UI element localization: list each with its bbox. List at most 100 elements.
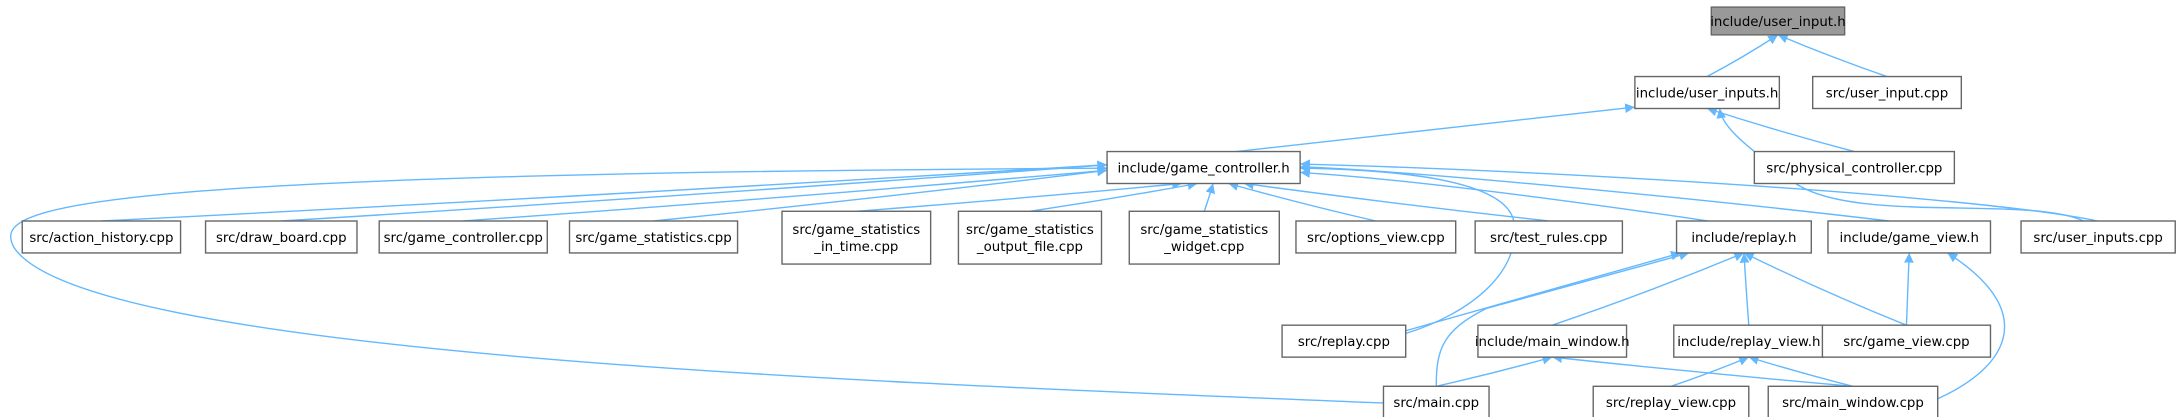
- node-label: src/main.cpp: [1393, 396, 1479, 411]
- node-box: [1281, 324, 1407, 358]
- node-box: [1382, 385, 1490, 417]
- node-game-statistics-widget-cpp[interactable]: src/game_statistics_widget.cpp: [1128, 210, 1280, 265]
- node-box: [1827, 220, 1992, 254]
- dependency-edge-game_controller_h-to-user_inputs_h: [1236, 103, 1635, 153]
- dependency-edge-game_view_cpp-to-replay_h: [1743, 252, 1907, 326]
- node-box: [1767, 385, 1939, 417]
- node-game-statistics-in-time-cpp[interactable]: src/game_statistics _in_time.cpp: [781, 210, 932, 265]
- dependency-edge-replay_view_cpp-to-replay_view_h: [1670, 356, 1750, 387]
- dependency-edge-physical_controller_cpp-to-user_inputs_h: [1706, 106, 1855, 153]
- node-box: [957, 210, 1103, 265]
- node-label: include/main_window.h: [1475, 335, 1630, 350]
- node-box: [1295, 220, 1457, 254]
- dependency-edge-action_history_cpp-to-game_controller_h: [101, 160, 1108, 222]
- dependency-edge-replay_cpp-to-replay_h: [1405, 250, 1681, 332]
- node-options-view-cpp[interactable]: src/options_view.cpp: [1295, 220, 1457, 254]
- dependency-edge-main_window_cpp-to-replay_view_h: [1748, 355, 1854, 387]
- node-replay-cpp[interactable]: src/replay.cpp: [1281, 324, 1407, 358]
- node-user-inputs-h[interactable]: include/user_inputs.h: [1634, 75, 1781, 110]
- node-box: [1106, 150, 1301, 185]
- node-box: [378, 220, 548, 254]
- node-box: [1673, 324, 1825, 358]
- node-box: [1128, 210, 1280, 265]
- node-game-controller-cpp[interactable]: src/game_controller.cpp: [378, 220, 548, 254]
- dependency-edge-main_cpp-to-game_controller_h: [9, 163, 1384, 404]
- node-label: src/game_view.cpp: [1843, 335, 1969, 350]
- dependency-edge-user_inputs_cpp-to-game_controller_h: [1300, 159, 2098, 222]
- node-draw-board-cpp[interactable]: src/draw_board.cpp: [204, 220, 358, 254]
- node-user-inputs-cpp[interactable]: src/user_inputs.cpp: [2020, 220, 2176, 254]
- node-label: _output_file.cpp: [976, 240, 1083, 255]
- node-label: src/replay_view.cpp: [1606, 396, 1736, 411]
- node-action-history-cpp[interactable]: src/action_history.cpp: [21, 220, 182, 254]
- node-replay-h[interactable]: include/replay.h: [1675, 220, 1812, 254]
- node-main-cpp[interactable]: src/main.cpp: [1382, 385, 1490, 417]
- node-game-statistics-cpp[interactable]: src/game_statistics.cpp: [568, 220, 739, 254]
- dependency-edge-test_rules_cpp-to-game_controller_h: [1243, 179, 1549, 222]
- dependency-edge-user_input_cpp-to-user_input_h: [1777, 34, 1888, 78]
- node-game-view-cpp[interactable]: src/game_view.cpp: [1821, 324, 1992, 358]
- dependency-edge-game_view_cpp-to-game_view_h: [1904, 252, 1914, 326]
- node-replay-view-cpp[interactable]: src/replay_view.cpp: [1592, 385, 1750, 417]
- node-label: src/user_inputs.cpp: [2033, 231, 2162, 246]
- nodes-layer: include/user_input.h include/user_inputs.…: [21, 6, 2176, 417]
- node-main-window-cpp[interactable]: src/main_window.cpp: [1767, 385, 1939, 417]
- node-label: _in_time.cpp: [813, 240, 898, 255]
- node-game-controller-h[interactable]: include/game_controller.h: [1106, 150, 1301, 185]
- node-label: src/game_statistics.cpp: [575, 231, 731, 246]
- node-label: src/game_statistics: [792, 223, 920, 238]
- node-box: [1821, 324, 1992, 358]
- node-label: include/game_controller.h: [1117, 161, 1289, 176]
- node-label: src/options_view.cpp: [1307, 231, 1445, 246]
- node-physical-controller-cpp[interactable]: src/physical_controller.cpp: [1753, 150, 1956, 185]
- dependency-edge-game_statistics_widget_cpp-to-game_controller_h: [1203, 183, 1216, 212]
- node-label: include/replay.h: [1691, 231, 1796, 246]
- node-box: [204, 220, 358, 254]
- node-user-input-h: include/user_input.h: [1710, 6, 1846, 36]
- node-label: src/action_history.cpp: [29, 231, 173, 246]
- dependency-edge-replay_view_h-to-replay_h: [1739, 252, 1750, 326]
- dependency-edge-game_controller_cpp-to-game_controller_h: [463, 166, 1108, 222]
- node-box: [1811, 75, 1963, 110]
- node-box: [2020, 220, 2176, 254]
- node-user-input-cpp[interactable]: src/user_input.cpp: [1811, 75, 1963, 110]
- dependency-edge-game_statistics_cpp-to-game_controller_h: [653, 166, 1108, 222]
- node-box: [1477, 324, 1628, 358]
- node-label: src/replay.cpp: [1298, 335, 1390, 350]
- node-game-statistics-output-file-cpp[interactable]: src/game_statistics _output_file.cpp: [957, 210, 1103, 265]
- dependency-edge-main_cpp-to-main_window_h: [1436, 355, 1553, 387]
- dependency-edge-main_window_cpp-to-main_window_h: [1552, 353, 1854, 387]
- node-box: [568, 220, 739, 254]
- node-box: [1753, 150, 1956, 185]
- dependency-edge-draw_board_cpp-to-game_controller_h: [281, 160, 1108, 222]
- node-box: [1634, 75, 1781, 110]
- node-label: include/game_view.h: [1840, 231, 1979, 246]
- node-box: [1675, 220, 1812, 254]
- node-label: include/replay_view.h: [1677, 335, 1820, 350]
- node-box: [781, 210, 932, 265]
- node-label: src/game_statistics: [966, 223, 1094, 238]
- node-label: include/user_inputs.h: [1636, 86, 1778, 101]
- node-box: [21, 220, 182, 254]
- dependency-edge-game_statistics_in_time_cpp-to-game_controller_h: [856, 179, 1182, 212]
- node-label: src/physical_controller.cpp: [1766, 161, 1942, 176]
- node-box: [1592, 385, 1750, 417]
- node-label: src/test_rules.cpp: [1490, 231, 1607, 246]
- dependency-edge-user_inputs_h-to-user_input_h: [1706, 34, 1779, 78]
- node-label: src/main_window.cpp: [1782, 396, 1924, 411]
- node-main-window-h[interactable]: include/main_window.h: [1475, 324, 1630, 358]
- node-test-rules-cpp[interactable]: src/test_rules.cpp: [1474, 220, 1624, 254]
- dependency-edge-main_window_h-to-replay_h: [1552, 252, 1745, 326]
- node-game-view-h[interactable]: include/game_view.h: [1827, 220, 1992, 254]
- node-label: src/user_input.cpp: [1826, 86, 1948, 101]
- dependency-edge-game_statistics_output_file_cpp-to-game_controller_h: [1029, 180, 1198, 212]
- node-label: src/game_controller.cpp: [384, 231, 543, 246]
- node-box: [1710, 6, 1846, 36]
- node-replay-view-h[interactable]: include/replay_view.h: [1673, 324, 1825, 358]
- node-label: src/draw_board.cpp: [216, 231, 347, 246]
- node-label: src/game_statistics: [1140, 223, 1268, 238]
- dependency-edge-replay_h-to-game_controller_h: [1300, 168, 1709, 222]
- dependency-edge-main_window_cpp-to-game_view_h: [1937, 252, 2006, 400]
- node-box: [1474, 220, 1624, 254]
